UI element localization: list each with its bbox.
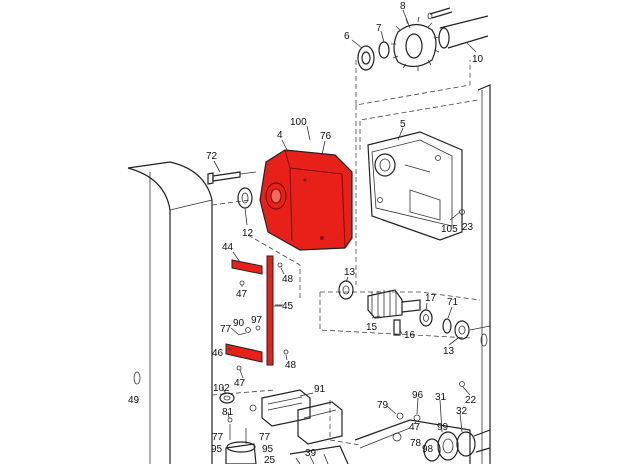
label-49: 49 — [128, 395, 140, 406]
label-25: 25 — [264, 455, 276, 464]
part-labels: 8 7 6 10 100 4 76 5 72 12 105 23 44 48 4… — [128, 1, 484, 464]
part-4-housing-highlighted — [259, 149, 353, 251]
label-96: 96 — [412, 390, 424, 401]
label-16: 16 — [404, 330, 416, 341]
label-105: 105 — [441, 224, 458, 235]
label-76: 76 — [320, 131, 332, 142]
label-71: 71 — [447, 297, 459, 308]
label-48-bottom: 48 — [285, 360, 297, 371]
label-7: 7 — [376, 23, 382, 34]
label-22: 22 — [465, 395, 477, 406]
label-77-mid: 77 — [220, 324, 232, 335]
label-100: 100 — [290, 117, 307, 128]
label-32: 32 — [456, 406, 468, 417]
gaskets-red — [225, 255, 282, 366]
label-31: 31 — [435, 392, 447, 403]
right-frame — [477, 84, 491, 464]
leader-lines — [213, 9, 477, 433]
frame-housing — [127, 161, 213, 464]
label-13-left: 13 — [344, 267, 356, 278]
label-95-right: 95 — [262, 444, 274, 455]
label-95-left: 95 — [211, 444, 223, 455]
label-102: 102 — [213, 383, 230, 394]
label-8: 8 — [400, 1, 406, 12]
label-23: 23 — [462, 222, 474, 233]
label-97: 97 — [251, 315, 263, 326]
label-72: 72 — [206, 151, 218, 162]
label-47-bottom: 47 — [234, 378, 246, 389]
label-77-left: 77 — [212, 432, 224, 443]
label-47-right: 47 — [409, 422, 421, 433]
label-90: 90 — [233, 318, 245, 329]
label-45: 45 — [282, 301, 294, 312]
label-91: 91 — [314, 384, 326, 395]
label-5: 5 — [400, 119, 406, 130]
lower-right-assembly — [354, 209, 491, 464]
small-hardware — [219, 262, 289, 404]
label-17: 17 — [425, 293, 437, 304]
label-6: 6 — [344, 31, 350, 42]
label-48-top: 48 — [282, 274, 294, 285]
label-39: 39 — [305, 448, 317, 459]
label-15: 15 — [366, 322, 378, 333]
lower-assembly — [225, 389, 349, 464]
label-12: 12 — [242, 228, 254, 239]
label-44: 44 — [222, 242, 234, 253]
label-10: 10 — [472, 54, 484, 65]
label-46: 46 — [212, 348, 224, 359]
label-77-right: 77 — [259, 432, 271, 443]
label-78: 78 — [410, 438, 422, 449]
label-99: 99 — [437, 422, 449, 433]
gear-assembly — [357, 7, 489, 71]
label-4: 4 — [277, 130, 283, 141]
label-47-top: 47 — [236, 289, 248, 300]
part-5-cover — [367, 131, 463, 241]
label-79: 79 — [377, 400, 389, 411]
label-13-right: 13 — [443, 346, 455, 357]
label-98: 98 — [422, 444, 434, 455]
assembly-outlines — [211, 60, 481, 446]
label-81: 81 — [222, 407, 234, 418]
